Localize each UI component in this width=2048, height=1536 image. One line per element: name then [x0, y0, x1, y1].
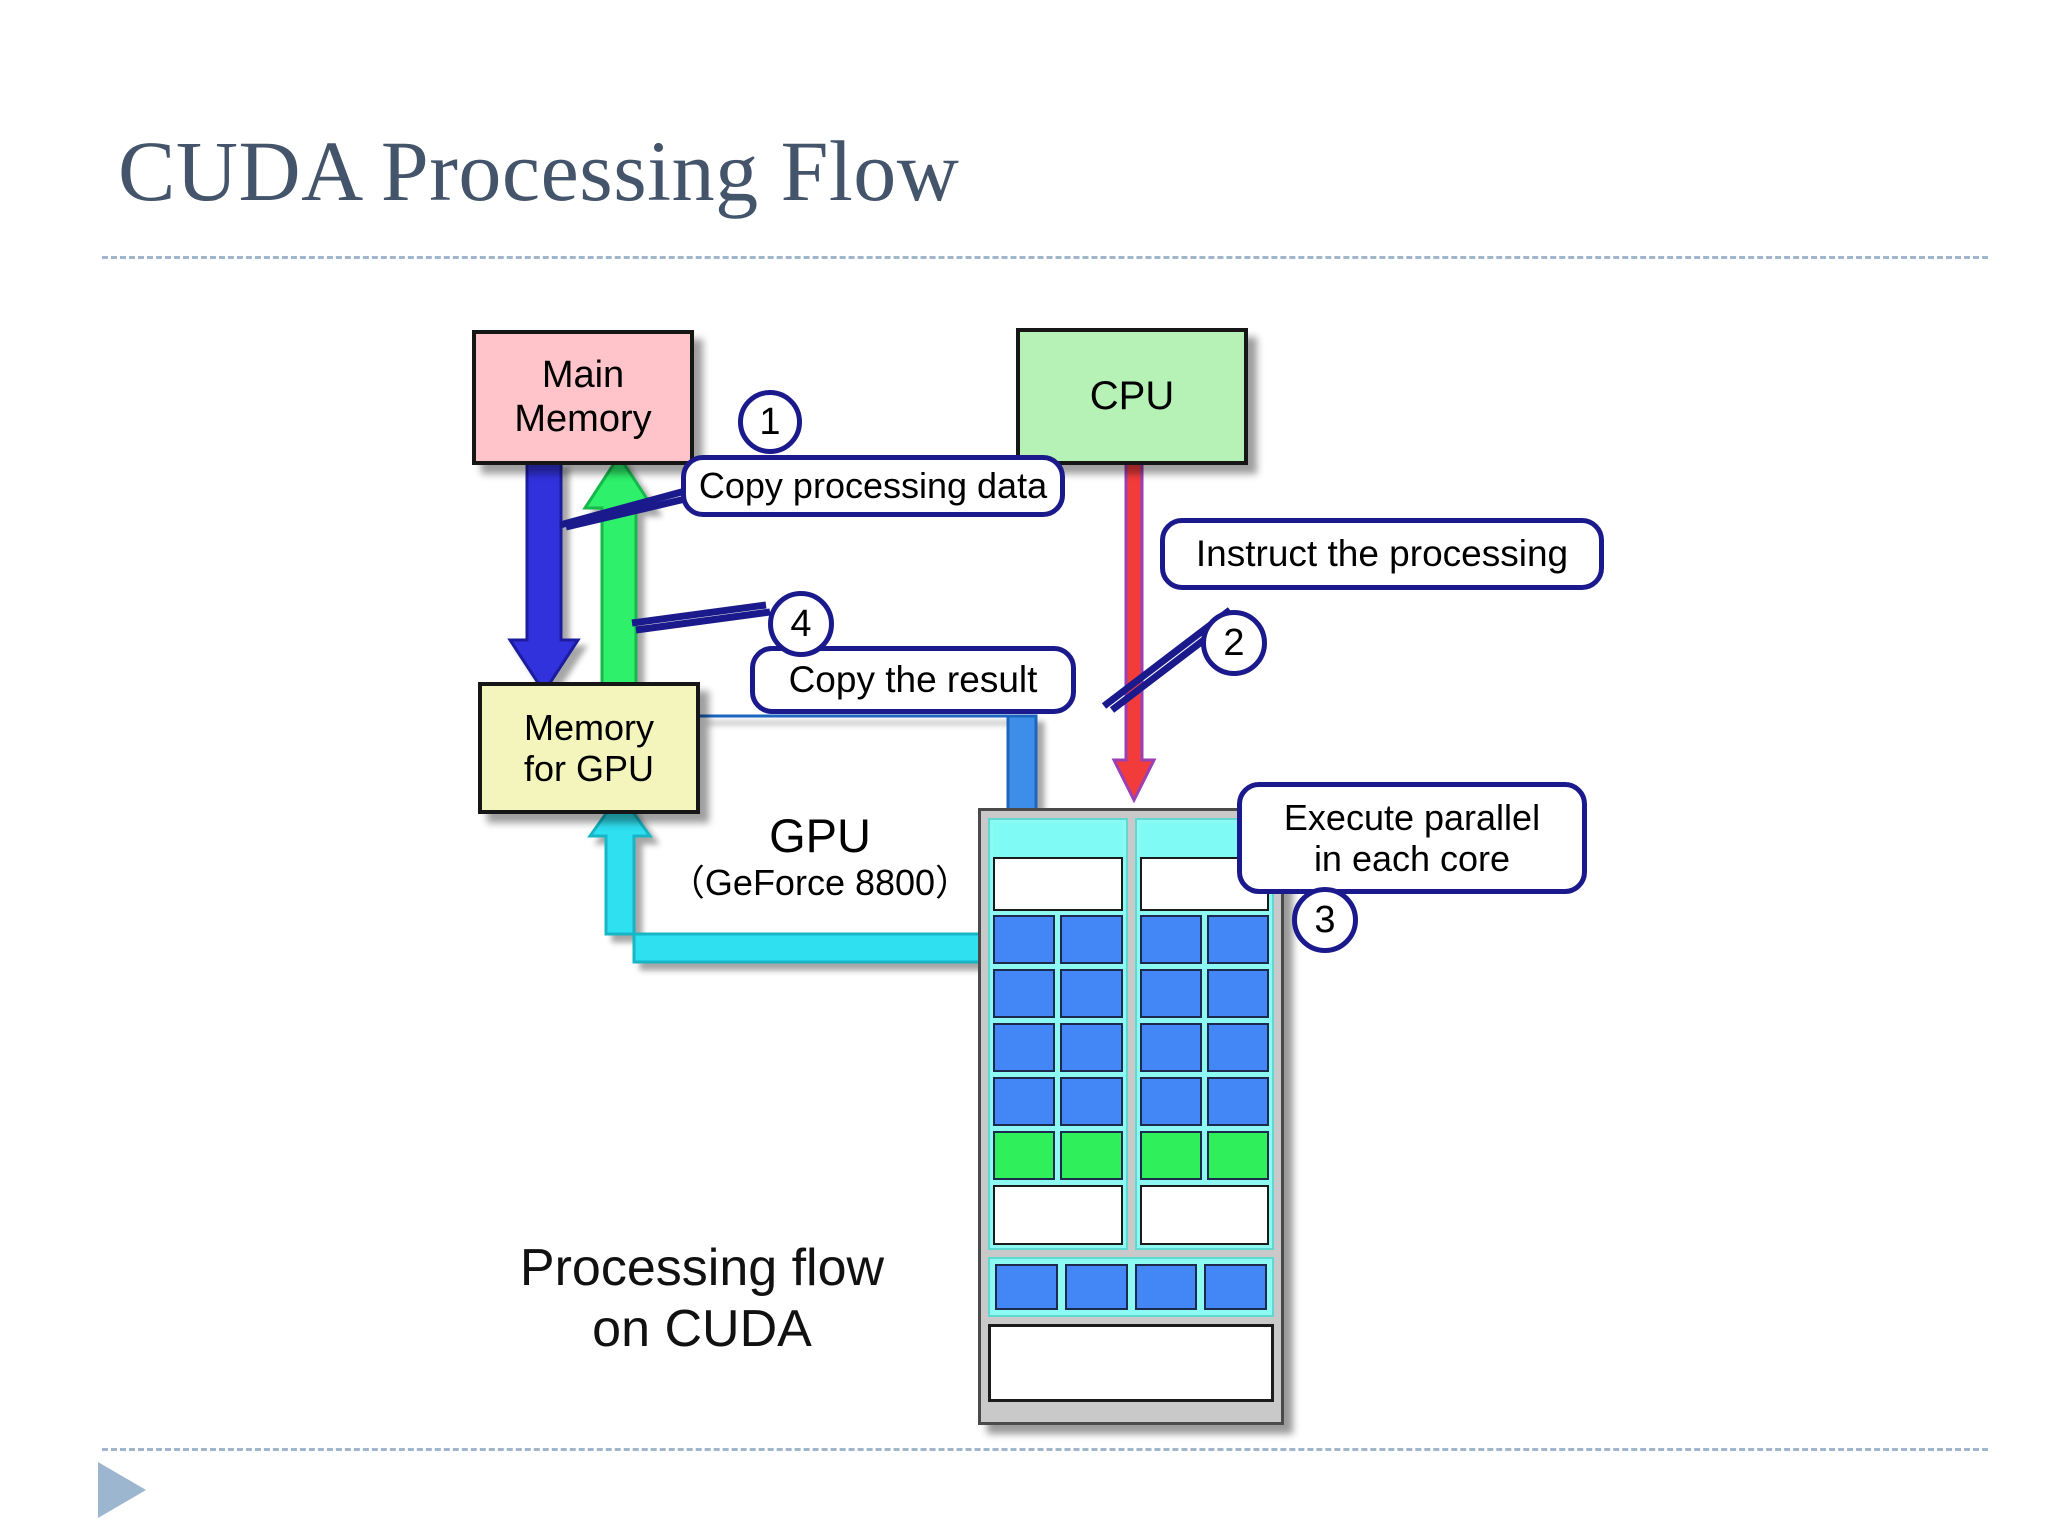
gpu-core [1134, 1264, 1198, 1310]
page-title: CUDA Processing Flow [118, 123, 960, 219]
gpu-label-line1: GPU [769, 809, 871, 862]
gpu-core [1060, 1023, 1123, 1072]
gpu-core [1139, 969, 1202, 1018]
callout-copy-processing-data-text: Copy processing data [698, 465, 1048, 507]
step-badge-2: 2 [1201, 610, 1267, 676]
gpu-core [1139, 1023, 1202, 1072]
gpu-core [1206, 915, 1269, 964]
box-main-memory-line1: Main [541, 354, 625, 397]
gpu-column-top-slot [993, 857, 1123, 911]
gpu-core-row [993, 1023, 1123, 1072]
gpu-column-footer-slot [993, 1185, 1123, 1245]
gpu-core-active [993, 1131, 1056, 1180]
gpu-core [1204, 1264, 1267, 1310]
gpu-core [1206, 969, 1269, 1018]
arrow-gpu-memory-to-main-memory [582, 453, 656, 702]
gpu-core-row [1139, 1077, 1269, 1126]
processing-flow-caption-line1: Processing flow [519, 1239, 885, 1297]
gpu-bottom-core-strip [988, 1257, 1274, 1317]
gpu-core [993, 915, 1056, 964]
gpu-core-row [993, 1077, 1123, 1126]
play-triangle-icon [98, 1462, 146, 1518]
gpu-core-active [1139, 1131, 1202, 1180]
gpu-core [1060, 1077, 1123, 1126]
box-memory-for-gpu-line2: for GPU [523, 748, 655, 789]
footer-divider-bottom [102, 1448, 1988, 1451]
gpu-core-row-active [1139, 1131, 1269, 1180]
callout-copy-the-result-text: Copy the result [788, 658, 1038, 700]
gpu-core [993, 1077, 1056, 1126]
box-memory-for-gpu: Memory for GPU [478, 682, 700, 814]
box-main-memory: Main Memory [472, 330, 694, 465]
step-badge-4: 4 [768, 591, 834, 657]
gpu-column-header [993, 823, 1123, 857]
gpu-label-line2: （GeForce 8800） [668, 861, 972, 903]
gpu-core-row [1139, 969, 1269, 1018]
box-main-memory-line2: Memory [514, 397, 652, 440]
gpu-chassis [978, 808, 1284, 1425]
callout-copy-processing-data: Copy processing data [681, 455, 1065, 517]
gpu-core-row [993, 915, 1123, 964]
arrow-cpu-to-gpu [1111, 460, 1157, 804]
gpu-core-columns [988, 818, 1274, 1250]
gpu-core [995, 1264, 1058, 1310]
gpu-core-row-active [993, 1131, 1123, 1180]
callout-execute-parallel-line1: Execute parallel [1283, 796, 1541, 838]
callout-instruct-the-processing: Instruct the processing [1160, 518, 1604, 590]
step-badge-1: 1 [738, 390, 802, 454]
gpu-core-row [993, 969, 1123, 1018]
gpu-core-active [1060, 1131, 1123, 1180]
gpu-core [993, 1023, 1056, 1072]
gpu-core [1139, 1077, 1202, 1126]
gpu-core [1139, 915, 1202, 964]
box-cpu: CPU [1016, 328, 1248, 465]
gpu-core-column [1134, 818, 1274, 1250]
gpu-core [1206, 1023, 1269, 1072]
gpu-label: GPU （GeForce 8800） [660, 809, 980, 903]
processing-flow-caption: Processing flow on CUDA [452, 1238, 952, 1361]
gpu-core [1060, 915, 1123, 964]
gpu-bottom-slot [988, 1324, 1274, 1402]
step-badge-3: 3 [1292, 887, 1358, 953]
gpu-core-column [988, 818, 1128, 1250]
gpu-core-row [1139, 1023, 1269, 1072]
title-divider-top [102, 256, 1988, 259]
gpu-core [1060, 969, 1123, 1018]
callout-copy-the-result: Copy the result [750, 646, 1076, 714]
box-cpu-line1: CPU [1089, 373, 1175, 418]
gpu-core [993, 969, 1056, 1018]
arrow-main-memory-to-gpu-memory [507, 460, 581, 695]
gpu-core [1206, 1077, 1269, 1126]
callout-execute-parallel-line2: in each core [1313, 838, 1511, 879]
gpu-core-row [1139, 915, 1269, 964]
box-memory-for-gpu-line1: Memory [523, 706, 654, 748]
gpu-column-footer-slot [1139, 1185, 1269, 1245]
gpu-core-active [1206, 1131, 1269, 1180]
callout-instruct-the-processing-text: Instruct the processing [1195, 532, 1569, 574]
gpu-core [1064, 1264, 1128, 1310]
callout-execute-parallel: Execute parallel in each core [1237, 782, 1587, 894]
processing-flow-caption-line2: on CUDA [592, 1300, 812, 1359]
